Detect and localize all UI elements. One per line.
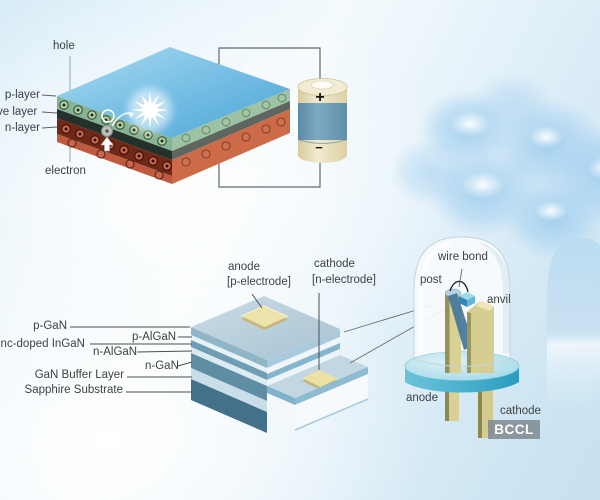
electron-particles xyxy=(61,117,286,180)
battery-plus-terminal: + xyxy=(315,89,324,106)
wire-bond-arc xyxy=(449,280,469,293)
light-starburst-icon xyxy=(128,88,172,132)
gan-layer-stack-chip xyxy=(191,296,369,433)
substrate-face xyxy=(57,134,172,184)
background-led-bulbs xyxy=(390,72,600,410)
led-chip-die xyxy=(459,285,475,307)
anode-pad xyxy=(240,305,289,330)
sapphire-substrate-face xyxy=(191,379,267,433)
battery-minus-terminal: − xyxy=(315,140,323,155)
chip-top-face xyxy=(57,47,290,138)
recombination-arrows xyxy=(100,109,135,152)
led-chip-cross-section xyxy=(41,47,290,184)
background-bulb-large xyxy=(547,238,600,410)
hole-particles xyxy=(59,93,287,146)
n-layer-face xyxy=(57,118,172,176)
wire-bond-label-line xyxy=(458,268,463,288)
stack-label-lines xyxy=(70,293,320,393)
active-layer-face xyxy=(57,109,172,160)
battery: + − xyxy=(297,78,348,163)
cross-section-label-ticks xyxy=(41,94,58,129)
electron-up-arrow-icon xyxy=(100,136,114,152)
led-lamp xyxy=(404,236,520,438)
anvil-lead xyxy=(467,301,494,373)
